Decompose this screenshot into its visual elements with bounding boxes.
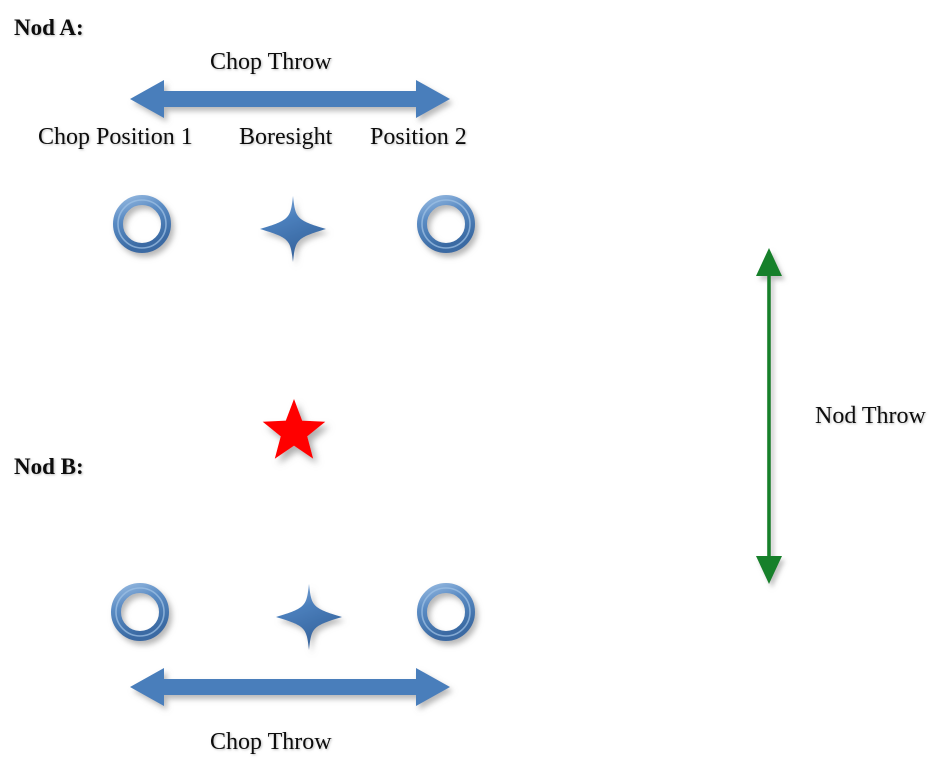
green-dashed-line-icon-nod-b [534,606,734,630]
four-point-star-icon-nod-b-boresight [272,580,346,654]
nod-a-section-label: Nod A: [14,15,84,40]
chop-position-1-label: Chop Position 1 [38,124,193,150]
position-2-label: Position 2 [370,124,467,150]
green-dashed-line-icon-nod-a [534,212,734,236]
chop-throw-label-bottom: Chop Throw [210,729,332,755]
chop-throw-label-top: Chop Throw [210,49,332,75]
red-star-icon-source [258,392,330,464]
chop-throw-arrow-top [130,78,450,126]
nod-throw-label: Nod Throw [815,403,926,429]
ring-icon-nod-b-position-1 [111,583,174,648]
nod-throw-arrow [752,246,788,586]
nod-b-section-label: Nod B: [14,454,84,479]
ring-icon-nod-b-position-2 [417,583,480,648]
chop-throw-arrow-bottom [130,666,450,714]
ring-icon-nod-a-position-2 [417,195,480,260]
boresight-label: Boresight [239,124,333,150]
four-point-star-icon-nod-a-boresight [256,192,330,266]
ring-icon-nod-a-position-1 [113,195,176,260]
